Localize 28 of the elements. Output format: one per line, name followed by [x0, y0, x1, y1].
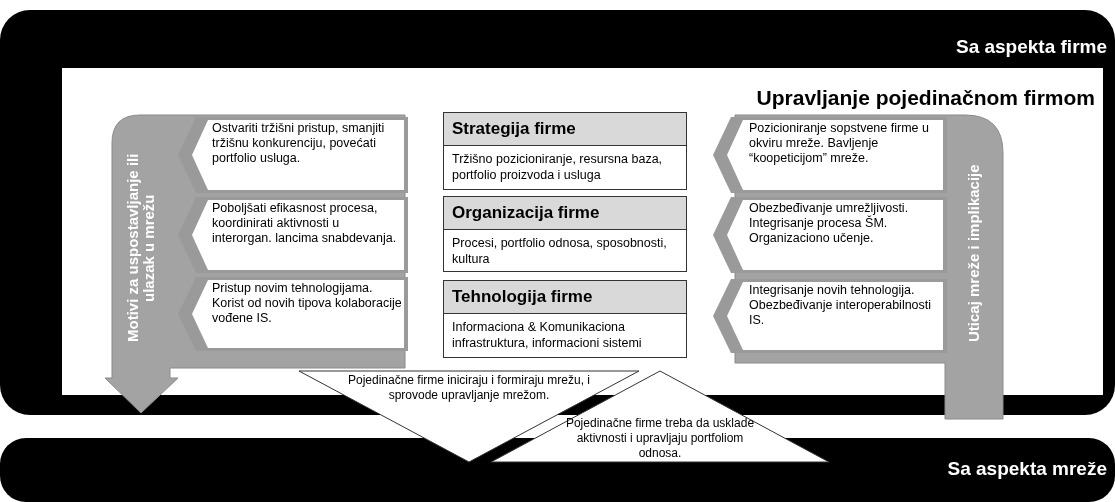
chevron-box	[713, 117, 947, 193]
chevron-text: Pozicioniranje sopstvene firme u okviru mreže. Bavljenje “koopeticijom” mreže.	[749, 121, 930, 166]
section-heading: Organizacija firme	[444, 197, 686, 230]
chevron-text: Obezbeđivanje umrežljivosti. Integrisanje procesa ŠM. Organizaciono učenje.	[749, 201, 910, 246]
section-text: Procesi, portfolio odnosa, sposobnosti, kultura	[451, 235, 668, 268]
chevron-box	[178, 277, 408, 351]
section-heading: Tehnologija firme	[444, 281, 686, 314]
chevron-text: Integrisanje novih tehnologija. Obezbeđivanje interoperabilnosti IS.	[749, 283, 933, 328]
triangle-text: Pojedinačne firme treba da usklade aktivnosti i upravljaju portfoliom odnosa.	[564, 416, 756, 461]
chevron-box	[178, 197, 408, 273]
vertical-label: Motivi za uspostavljanje ili ulazak u mrežu	[122, 152, 158, 345]
chevron-text: Pristup novim tehnologijama. Korist od novih tipova kolaboracije vođene IS.	[212, 281, 402, 326]
section-text: Tržišno pozicioniranje, resursna baza, portfolio proizvoda i usluga	[451, 151, 664, 184]
band-title: Sa aspekta firme	[955, 36, 1107, 58]
chevron-text: Poboljšati efikasnost procesa, koordinirati aktivnosti u interorgan. lancima snabdevanja.	[212, 201, 398, 246]
section-box	[443, 196, 687, 272]
chevron-box	[713, 279, 947, 353]
band-title: Sa aspekta mreže	[947, 458, 1107, 480]
vertical-label: Uticaj mreže i implikacije	[963, 163, 983, 344]
chevron-text: Ostvariti tržišni pristup, smanjiti tržišnu konkurenciju, povećati portfolio usluga.	[212, 121, 386, 166]
section-box	[443, 112, 687, 190]
section-box	[443, 280, 687, 358]
triangle-text: Pojedinačne firme iniciraju i formiraju mrežu, i sprovode upravljanje mrežom.	[346, 373, 592, 403]
chevron-box	[178, 117, 408, 193]
section-text: Informaciona & Komunikaciona infrastruktura, informacioni sistemi	[451, 319, 643, 352]
chevron-box	[713, 197, 947, 273]
panel-heading: Upravljanje pojedinačnom firmom	[756, 86, 1095, 110]
section-heading: Strategija firme	[444, 113, 686, 146]
